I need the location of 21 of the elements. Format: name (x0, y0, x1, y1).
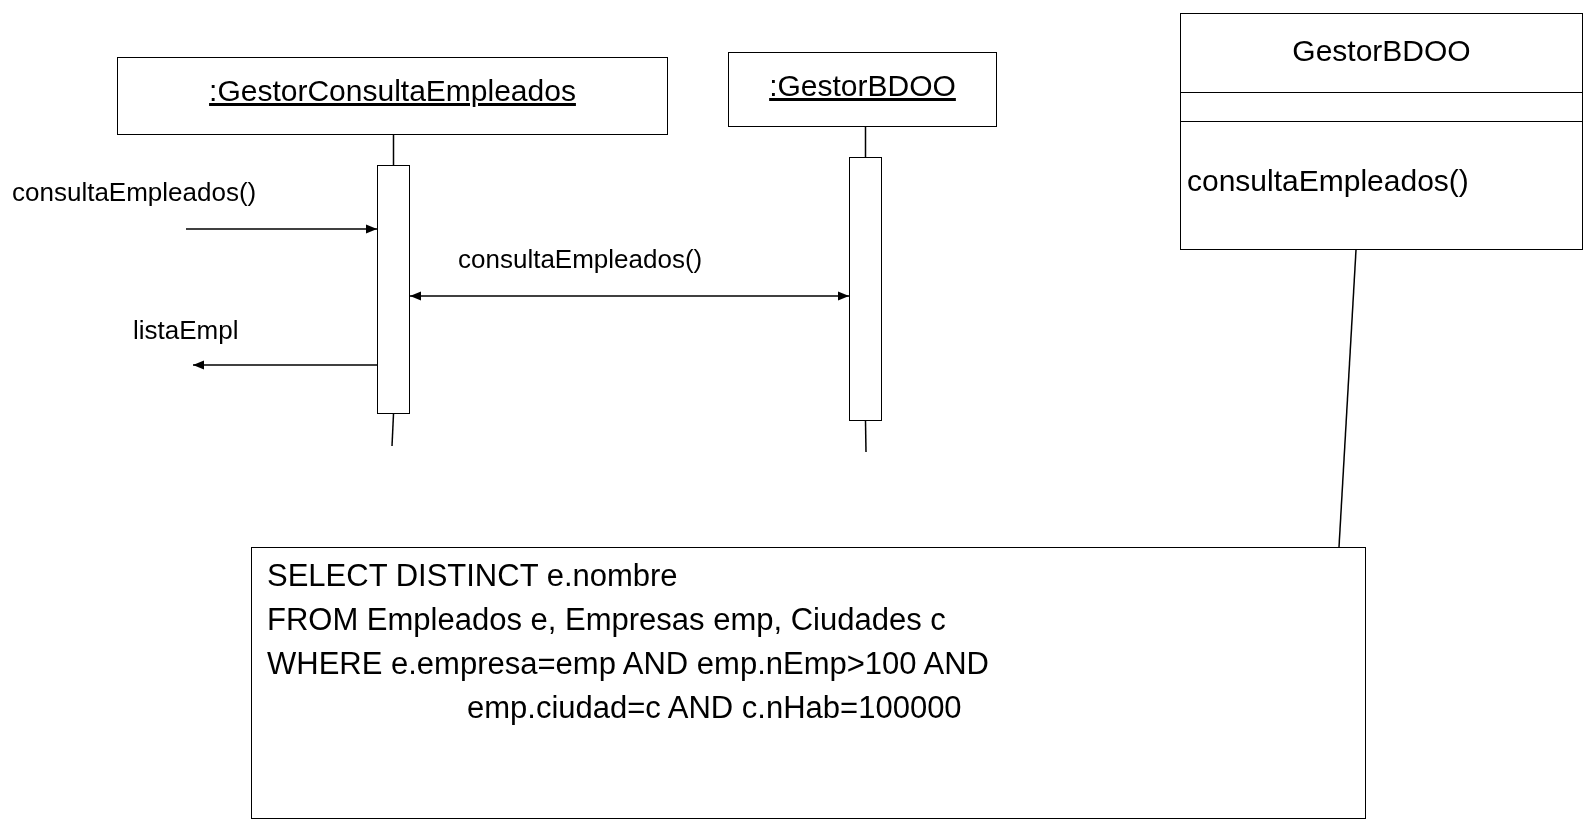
lifeline (392, 134, 395, 166)
query-text: SELECT DISTINCT e.nombre (267, 557, 678, 595)
message-arrow (192, 360, 378, 370)
operation-text: consultaEmpleados() (1187, 164, 1469, 198)
note-connector (1338, 249, 1357, 548)
note-box (251, 547, 1366, 819)
lifeline-head-box (117, 57, 668, 135)
class-name: GestorBDOO (1291, 34, 1472, 68)
object-name: :GestorConsultaEmpleados (208, 74, 577, 108)
lifeline (391, 413, 395, 447)
query-text: WHERE e.empresa=emp AND emp.nEmp>100 AND emp.ciudad=c AND c.nHab=100000 (267, 645, 990, 727)
activation-bar (849, 157, 882, 421)
object-name: :GestorBDOO (768, 69, 957, 103)
message-arrow (409, 291, 850, 301)
message-arrow (185, 224, 378, 234)
activation-bar (377, 165, 410, 414)
lifeline (864, 420, 867, 453)
class-box (1180, 13, 1583, 250)
query-text: FROM Empleados e, Empresas emp, Ciudades c (267, 601, 946, 639)
lifeline (864, 126, 867, 158)
lifeline-head-box (728, 52, 997, 127)
